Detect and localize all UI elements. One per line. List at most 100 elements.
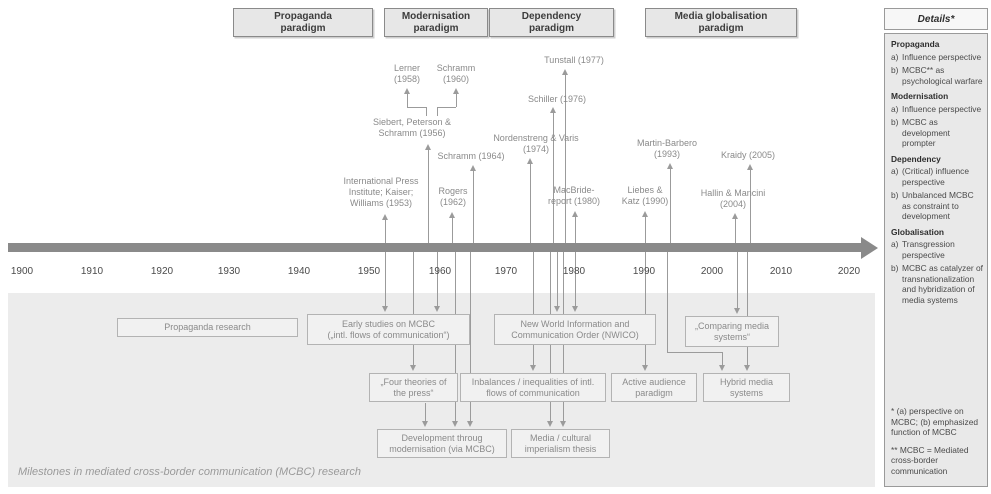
details-item-marker: a): [891, 239, 899, 249]
arrow-up-icon: [424, 144, 431, 150]
connector-line: [427, 146, 429, 243]
flow-box: Active audience paradigm: [611, 373, 697, 402]
connector-line: [574, 213, 576, 243]
milestone-label: Kraidy (2005): [720, 150, 776, 160]
milestone-label: MacBride- report (1980): [547, 185, 601, 206]
flow-box: Early studies on MCBC („intl. flows of c…: [307, 314, 470, 345]
year-label: 1900: [10, 266, 34, 277]
details-item-marker: b): [891, 190, 899, 200]
details-item-text: MCBC as development prompter: [902, 117, 950, 148]
connector-line: [529, 160, 531, 243]
arrow-down-icon: [381, 306, 388, 312]
connector-line: [736, 252, 738, 311]
flow-box: Inbalances / inequalities of intl. flows…: [460, 373, 606, 402]
flow-box: New World Information and Communication …: [494, 314, 656, 345]
connector-line: [669, 165, 671, 243]
arrow-down-icon: [641, 365, 648, 371]
timeline-bar: [8, 243, 861, 252]
milestone-label: Liebes & Katz (1990): [621, 185, 669, 206]
milestone-label: Schramm (1964): [437, 151, 505, 161]
connector-line: [556, 252, 558, 310]
timeline-arrowhead-icon: [861, 236, 878, 259]
arrow-up-icon: [526, 158, 533, 164]
connector-line: [406, 90, 408, 107]
connector-line: [574, 252, 576, 310]
connector-line: [667, 351, 722, 353]
year-label: 1980: [562, 266, 586, 277]
paradigm-box: Modernisation paradigm: [384, 8, 488, 37]
connector-line: [746, 252, 748, 368]
arrow-up-icon: [641, 211, 648, 217]
connector-line: [436, 107, 438, 116]
milestone-label: Martin-Barbero (1993): [636, 138, 698, 159]
details-item: a)Influence perspective: [891, 52, 983, 63]
arrow-up-icon: [561, 69, 568, 75]
details-item-marker: b): [891, 263, 899, 273]
flow-box: Media / cultural imperialism thesis: [511, 429, 610, 458]
connector-line: [437, 106, 456, 108]
details-item: b)MCBC** as psychological warfare: [891, 65, 983, 86]
details-footnotes: * (a) perspective on MCBC; (b) emphasize…: [885, 406, 987, 483]
year-label: 1990: [632, 266, 656, 277]
arrow-up-icon: [381, 214, 388, 220]
arrow-down-icon: [529, 365, 536, 371]
flow-box: „Four theories of the press“: [369, 373, 458, 402]
connector-line: [451, 214, 453, 243]
arrow-up-icon: [746, 164, 753, 170]
connector-line: [384, 252, 386, 310]
milestone-label: Schiller (1976): [527, 94, 587, 104]
arrow-down-icon: [733, 308, 740, 314]
milestone-label: Siebert, Peterson & Schramm (1956): [372, 117, 452, 138]
details-item: b)MCBC as catalyzer of transnationalizat…: [891, 263, 983, 305]
arrow-down-icon: [559, 421, 566, 427]
arrow-down-icon: [553, 306, 560, 312]
details-item: a)Transgression perspective: [891, 239, 983, 260]
connector-line: [644, 252, 646, 368]
connector-line: [412, 252, 414, 368]
details-item-text: Influence perspective: [902, 103, 982, 114]
details-item-text: Transgression perspective: [902, 239, 955, 260]
details-item-marker: a): [891, 103, 899, 114]
arrow-up-icon: [469, 165, 476, 171]
milestone-label: Rogers (1962): [438, 186, 468, 207]
details-item-text: Unbalanced MCBC as constraint to develop…: [902, 190, 974, 221]
paradigm-box: Media globalisation paradigm: [645, 8, 797, 37]
details-section-heading: Modernisation: [891, 91, 949, 101]
details-item-text: (Critical) influence perspective: [902, 166, 970, 187]
connector-line: [666, 252, 668, 352]
flow-box: „Comparing media systems“: [685, 316, 779, 347]
arrow-down-icon: [466, 421, 473, 427]
details-item-marker: b): [891, 117, 899, 127]
arrow-down-icon: [571, 306, 578, 312]
details-item-marker: a): [891, 166, 899, 176]
connector-line: [384, 216, 386, 243]
arrow-down-icon: [546, 421, 553, 427]
details-item-text: MCBC as catalyzer of transnationalizatio…: [902, 263, 983, 305]
connector-line: [425, 107, 427, 116]
details-item-text: MCBC** as psychological warfare: [902, 65, 983, 86]
details-item-marker: b): [891, 65, 899, 75]
paradigm-box: Propaganda paradigm: [233, 8, 373, 37]
milestone-label: Hallin & Mancini (2004): [700, 188, 766, 209]
arrow-down-icon: [421, 421, 428, 427]
arrow-down-icon: [743, 365, 750, 371]
details-item: b)MCBC as development prompter: [891, 117, 983, 149]
milestone-label: International Press Institute; Kaiser; W…: [343, 176, 419, 208]
connector-line: [472, 167, 474, 243]
year-label: 2010: [769, 266, 793, 277]
milestone-label: Schramm (1960): [436, 63, 476, 84]
details-section-heading: Propaganda: [891, 39, 940, 49]
year-label: 2000: [700, 266, 724, 277]
year-label: 1910: [80, 266, 104, 277]
flow-box: Hybrid media systems: [703, 373, 790, 402]
year-label: 1940: [287, 266, 311, 277]
arrow-up-icon: [666, 163, 673, 169]
figure-caption: Milestones in mediated cross-border comm…: [18, 466, 361, 478]
year-label: 1960: [428, 266, 452, 277]
milestone-label: Lerner (1958): [393, 63, 421, 84]
connector-line: [469, 252, 471, 424]
arrow-down-icon: [451, 421, 458, 427]
connector-line: [734, 215, 736, 243]
flow-box: Propaganda research: [117, 318, 298, 337]
